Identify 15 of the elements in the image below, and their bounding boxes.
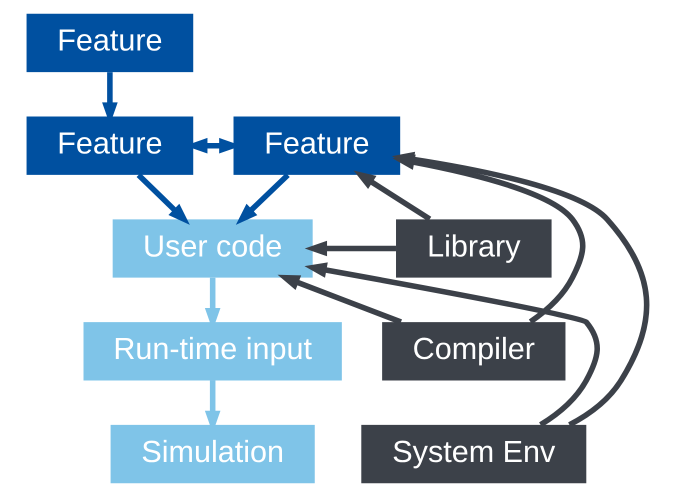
node-box: Simulation [110, 424, 314, 484]
node-box: Compiler [382, 322, 565, 380]
node-box: Run-time input [83, 322, 342, 380]
arrow [136, 172, 190, 225]
arrow [235, 172, 290, 225]
arrow [352, 170, 431, 222]
arrow [304, 240, 396, 256]
node-box: Feature [26, 116, 193, 175]
node-box: Feature [233, 116, 400, 175]
node-box: User code [112, 219, 312, 278]
arrow [304, 262, 600, 428]
arrow [277, 274, 402, 325]
node-box: Feature [26, 14, 193, 72]
node-box: Library [396, 219, 552, 278]
node-box: System Env [360, 424, 586, 484]
